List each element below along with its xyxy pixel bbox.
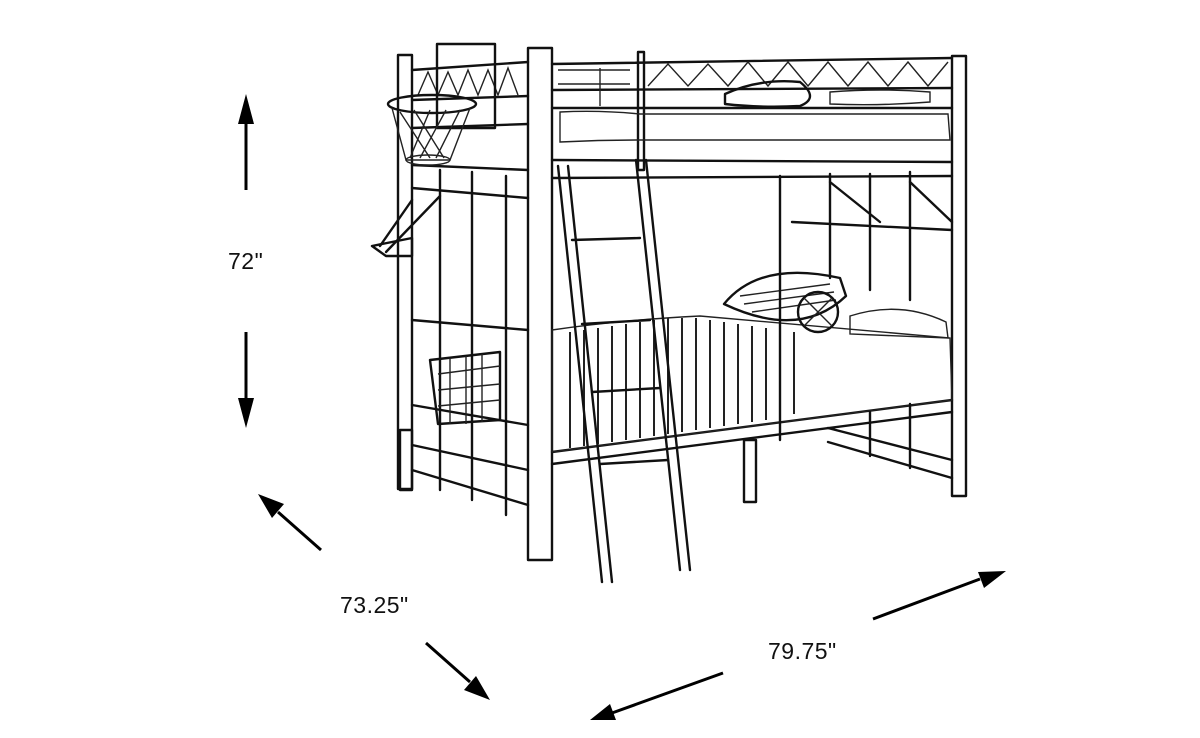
height-arrow-icon	[238, 94, 254, 428]
ladder	[556, 158, 692, 584]
depth-dimension-label: 73.25"	[340, 592, 409, 618]
striped-blanket	[569, 318, 795, 448]
bed-frame	[370, 42, 968, 562]
width-arrow-icon	[590, 571, 1006, 720]
width-dimension-label: 79.75"	[768, 638, 837, 664]
height-dimension-label: 72"	[228, 248, 264, 274]
depth-arrow-icon	[258, 494, 490, 700]
